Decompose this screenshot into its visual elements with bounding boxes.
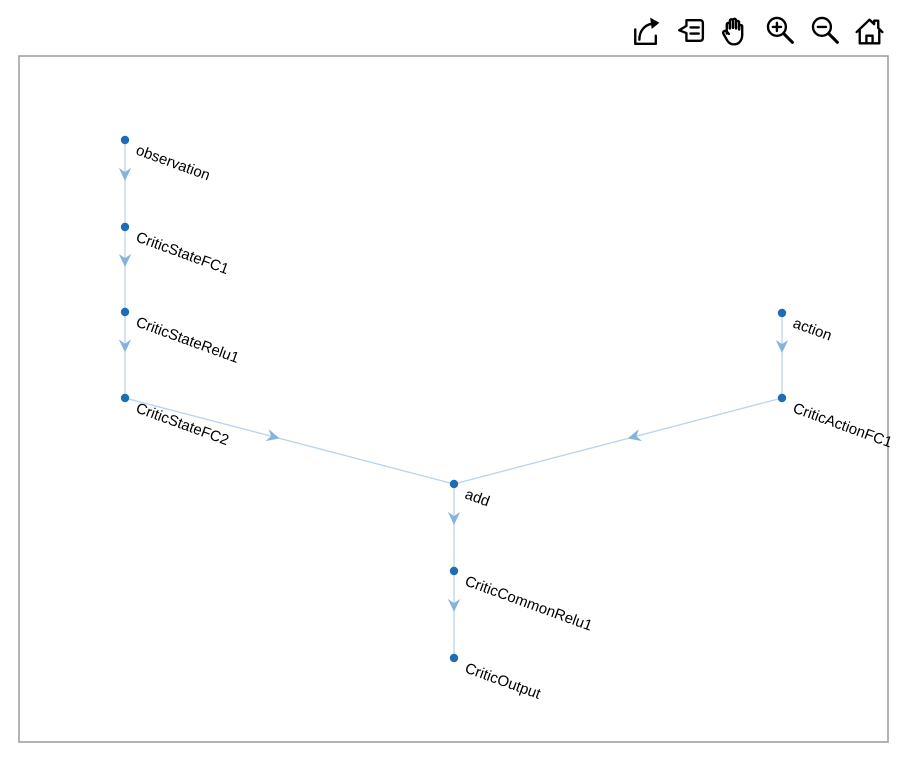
graph-node-label-observation: observation xyxy=(134,142,213,185)
arrowhead-CriticCommonRelu1-CriticOutput xyxy=(447,598,461,612)
graph-node-CriticCommonRelu1[interactable] xyxy=(449,566,459,576)
graph-node-label-CriticStateFC1: CriticStateFC1 xyxy=(134,229,231,278)
graph-node-CriticStateFC1[interactable] xyxy=(120,222,130,232)
graph-node-label-CriticActionFC1: CriticActionFC1 xyxy=(791,400,895,452)
graph-node-action[interactable] xyxy=(777,308,787,318)
graph-node-CriticOutput[interactable] xyxy=(449,653,459,663)
edge-CriticActionFC1-add xyxy=(453,397,783,485)
graph-node-label-CriticCommonRelu1: CriticCommonRelu1 xyxy=(463,573,595,635)
export-icon xyxy=(634,17,660,46)
axes-toolbar xyxy=(626,12,888,49)
graph-node-label-CriticStateRelu1: CriticStateRelu1 xyxy=(134,314,242,367)
arrowhead-add-CriticCommonRelu1 xyxy=(447,511,461,525)
graph-node-CriticActionFC1[interactable] xyxy=(777,393,787,403)
arrowhead-action-CriticActionFC1 xyxy=(775,339,789,353)
arrowhead-observation-CriticStateFC1 xyxy=(118,167,132,181)
graph-node-CriticStateRelu1[interactable] xyxy=(120,307,130,317)
edge-CriticStateFC2-add xyxy=(124,397,455,485)
arrowhead-CriticStateFC1-CriticStateRelu1 xyxy=(118,253,132,267)
home-icon xyxy=(855,18,884,45)
restore-view-button[interactable] xyxy=(851,12,888,49)
graph-node-observation[interactable] xyxy=(120,135,130,145)
export-button[interactable] xyxy=(626,12,663,49)
graph-node-label-action: action xyxy=(791,315,834,345)
graph-node-label-CriticOutput: CriticOutput xyxy=(463,660,544,703)
arrowhead-CriticStateRelu1-CriticStateFC2 xyxy=(118,339,132,353)
datatip-icon xyxy=(678,19,705,42)
pan-button[interactable] xyxy=(716,12,753,49)
arrowhead-CriticActionFC1-add xyxy=(627,429,642,442)
axes-frame xyxy=(18,55,889,743)
zoom-in-button[interactable] xyxy=(761,12,798,49)
graph-node-label-add: add xyxy=(463,486,492,511)
graph-node-label-CriticStateFC2: CriticStateFC2 xyxy=(134,400,231,449)
arrowhead-CriticStateFC2-add xyxy=(265,429,280,442)
zoom-in-icon xyxy=(766,16,794,44)
pan-hand-icon xyxy=(722,17,744,46)
zoom-out-button[interactable] xyxy=(806,12,843,49)
graph-node-CriticStateFC2[interactable] xyxy=(120,393,130,403)
data-tips-button[interactable] xyxy=(671,12,708,49)
zoom-out-icon xyxy=(811,16,839,44)
graph-node-add[interactable] xyxy=(449,479,459,489)
